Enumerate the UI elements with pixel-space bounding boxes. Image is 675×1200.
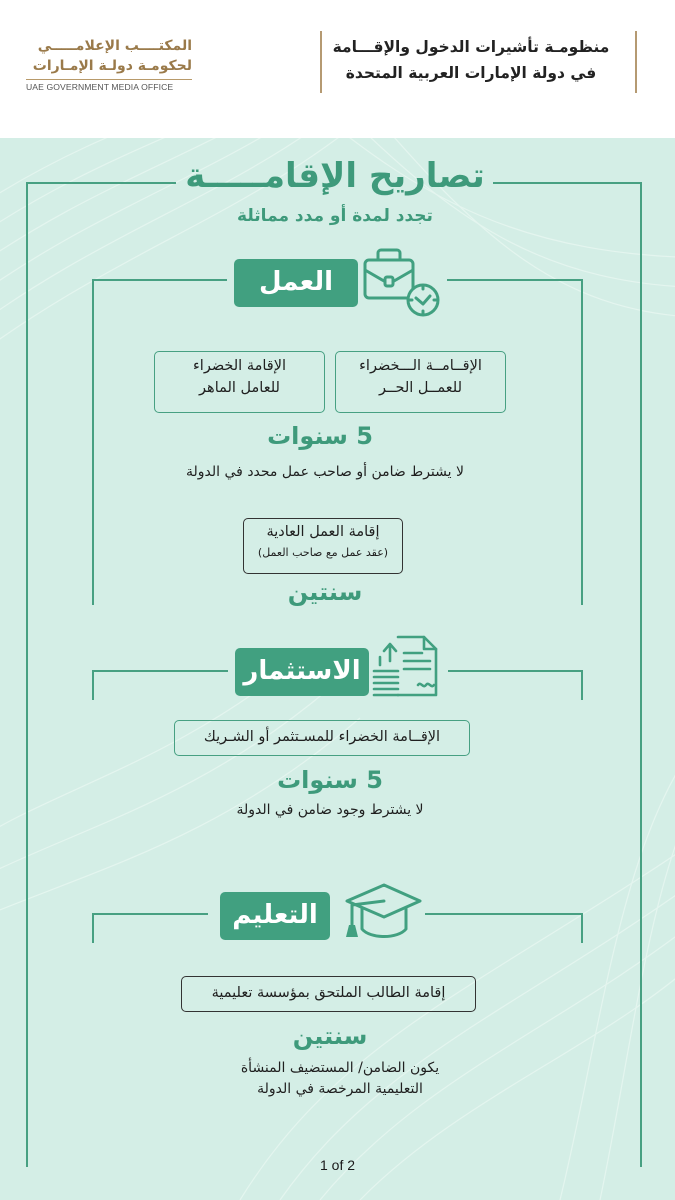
education-note-line2: التعليمية المرخصة في الدولة	[257, 1081, 423, 1097]
header-divider-left	[320, 31, 322, 93]
header-divider-right	[635, 31, 637, 93]
education-note: يكون الضامن/ المستضيف المنشأة التعليمية …	[180, 1058, 500, 1100]
investment-note: لا يشترط وجود ضامن في الدولة	[236, 802, 424, 818]
work-frame-top-left	[92, 279, 227, 281]
freelance-line2: للعمــل الحــر	[379, 380, 462, 396]
logo-english: UAE GOVERNMENT MEDIA OFFICE	[26, 82, 174, 92]
green-work-duration: 5 سنوات	[267, 422, 373, 450]
logo-line1: المكتــــب الإعلامـــــي	[37, 38, 192, 54]
education-duration: سنتين	[292, 1022, 368, 1050]
education-line-left	[92, 913, 208, 915]
skilled-line1: الإقامة الخضراء	[192, 358, 287, 374]
logo-divider	[26, 79, 192, 80]
header-title-line1: منظومـة تأشيرات الدخول والإقـــامة	[332, 38, 610, 56]
investment-line-right	[448, 670, 583, 672]
green-work-note: لا يشترط ضامن أو صاحب عمل محدد في الدولة	[186, 464, 464, 480]
outer-frame-left	[26, 182, 28, 1167]
infographic-content: تصاريح الإقامـــــة تجدد لمدة أو مدد مما…	[0, 138, 675, 1200]
education-line-left-tick	[92, 913, 94, 943]
investment-document-icon	[372, 635, 438, 697]
green-residence-freelance-box: الإقــامــة الـــخضراء للعمــل الحــر	[335, 351, 506, 413]
regular-line2: (عقد عمل مع صاحب العمل)	[257, 546, 389, 559]
education-line-right	[425, 913, 583, 915]
work-frame-right	[581, 279, 583, 605]
education-label: التعليم	[220, 892, 330, 940]
outer-frame-top-left	[26, 182, 176, 184]
page-title: تصاريح الإقامـــــة	[185, 156, 485, 196]
background-wave-pattern	[0, 138, 675, 1200]
page-subtitle: تجدد لمدة أو مدد مماثلة	[237, 206, 433, 226]
page-indicator: 1 of 2	[319, 1157, 356, 1173]
graduation-cap-icon	[345, 883, 422, 938]
header-title: منظومـة تأشيرات الدخول والإقـــامة في دو…	[330, 34, 612, 86]
header-title-line2: في دولة الإمارات العربية المتحدة	[345, 64, 597, 82]
outer-frame-top-right	[493, 182, 642, 184]
work-frame-left	[92, 279, 94, 605]
uae-media-office-logo: المكتــــب الإعلامـــــي لحكومـة دولـة ا…	[26, 36, 192, 92]
education-line-right-tick	[581, 913, 583, 943]
regular-line1: إقامة العمل العادية	[266, 524, 380, 540]
skilled-line2: للعامل الماهر	[199, 380, 280, 396]
student-residence-box: إقامة الطالب الملتحق بمؤسسة تعليمية	[181, 976, 476, 1012]
regular-work-duration: سنتين	[287, 578, 363, 606]
work-frame-top-right	[447, 279, 583, 281]
briefcase-clock-icon	[363, 248, 440, 317]
investment-line-right-tick	[581, 670, 583, 700]
outer-frame-right	[640, 182, 642, 1167]
investment-line-left	[92, 670, 228, 672]
regular-work-residence-box: إقامة العمل العادية (عقد عمل مع صاحب الع…	[243, 518, 403, 574]
investment-label: الاستثمار	[235, 648, 369, 696]
investment-line-left-tick	[92, 670, 94, 700]
green-residence-investor-box: الإقــامة الخضراء للمسـتثمر أو الشـريك	[174, 720, 470, 756]
education-note-line1: يكون الضامن/ المستضيف المنشأة	[240, 1060, 440, 1076]
logo-line2: لحكومـة دولـة الإمـارات	[32, 58, 192, 74]
work-label: العمل	[234, 259, 358, 307]
investment-duration: 5 سنوات	[277, 766, 383, 794]
green-residence-skilled-box: الإقامة الخضراء للعامل الماهر	[154, 351, 325, 413]
page-header: المكتــــب الإعلامـــــي لحكومـة دولـة ا…	[0, 0, 675, 138]
freelance-line1: الإقــامــة الـــخضراء	[359, 358, 482, 374]
